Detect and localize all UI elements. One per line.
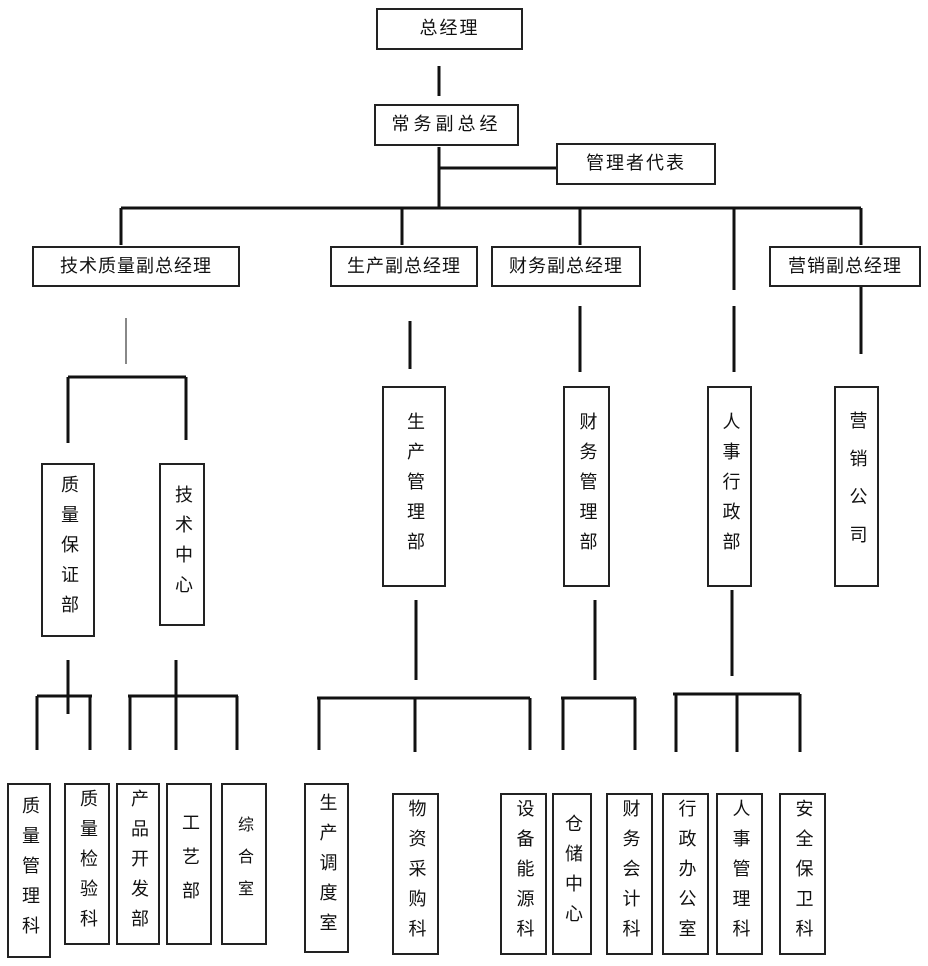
node-quality-assurance: 质量保证部 — [41, 463, 95, 637]
node-hr-admin: 人事行政部 — [707, 386, 752, 587]
node-hr-section: 人事管理科 — [716, 793, 763, 955]
node-quality-inspection-section: 质量检验科 — [64, 783, 110, 945]
node-tech-center: 技术中心 — [159, 463, 205, 626]
node-marketing-company: 营销公司 — [834, 386, 879, 587]
node-warehouse-center: 仓储中心 — [552, 793, 592, 955]
node-material-purchase: 物资采购科 — [392, 793, 439, 955]
node-product-dev-dept: 产品开发部 — [116, 783, 160, 945]
node-finance-vgm: 财务副总经理 — [491, 246, 641, 287]
node-process-dept: 工艺部 — [166, 783, 212, 945]
node-tech-quality-vgm: 技术质量副总经理 — [32, 246, 240, 287]
node-finance-mgmt: 财务管理部 — [563, 386, 610, 587]
node-production-dispatch: 生产调度室 — [304, 783, 349, 953]
node-general-office: 综合室 — [221, 783, 267, 945]
node-equipment-energy: 设备能源科 — [500, 793, 547, 955]
node-gm: 总经理 — [376, 8, 523, 50]
node-production-mgmt: 生产管理部 — [382, 386, 446, 587]
node-finance-accounting: 财务会计科 — [606, 793, 653, 955]
node-security-section: 安全保卫科 — [779, 793, 826, 955]
node-exec-vgm: 常务副总经 — [374, 104, 519, 146]
node-quality-mgmt-section: 质量管理科 — [7, 783, 51, 958]
node-admin-office: 行政办公室 — [662, 793, 709, 955]
node-production-vgm: 生产副总经理 — [330, 246, 478, 287]
node-mgmt-rep: 管理者代表 — [556, 143, 716, 185]
node-marketing-vgm: 营销副总经理 — [769, 246, 921, 287]
